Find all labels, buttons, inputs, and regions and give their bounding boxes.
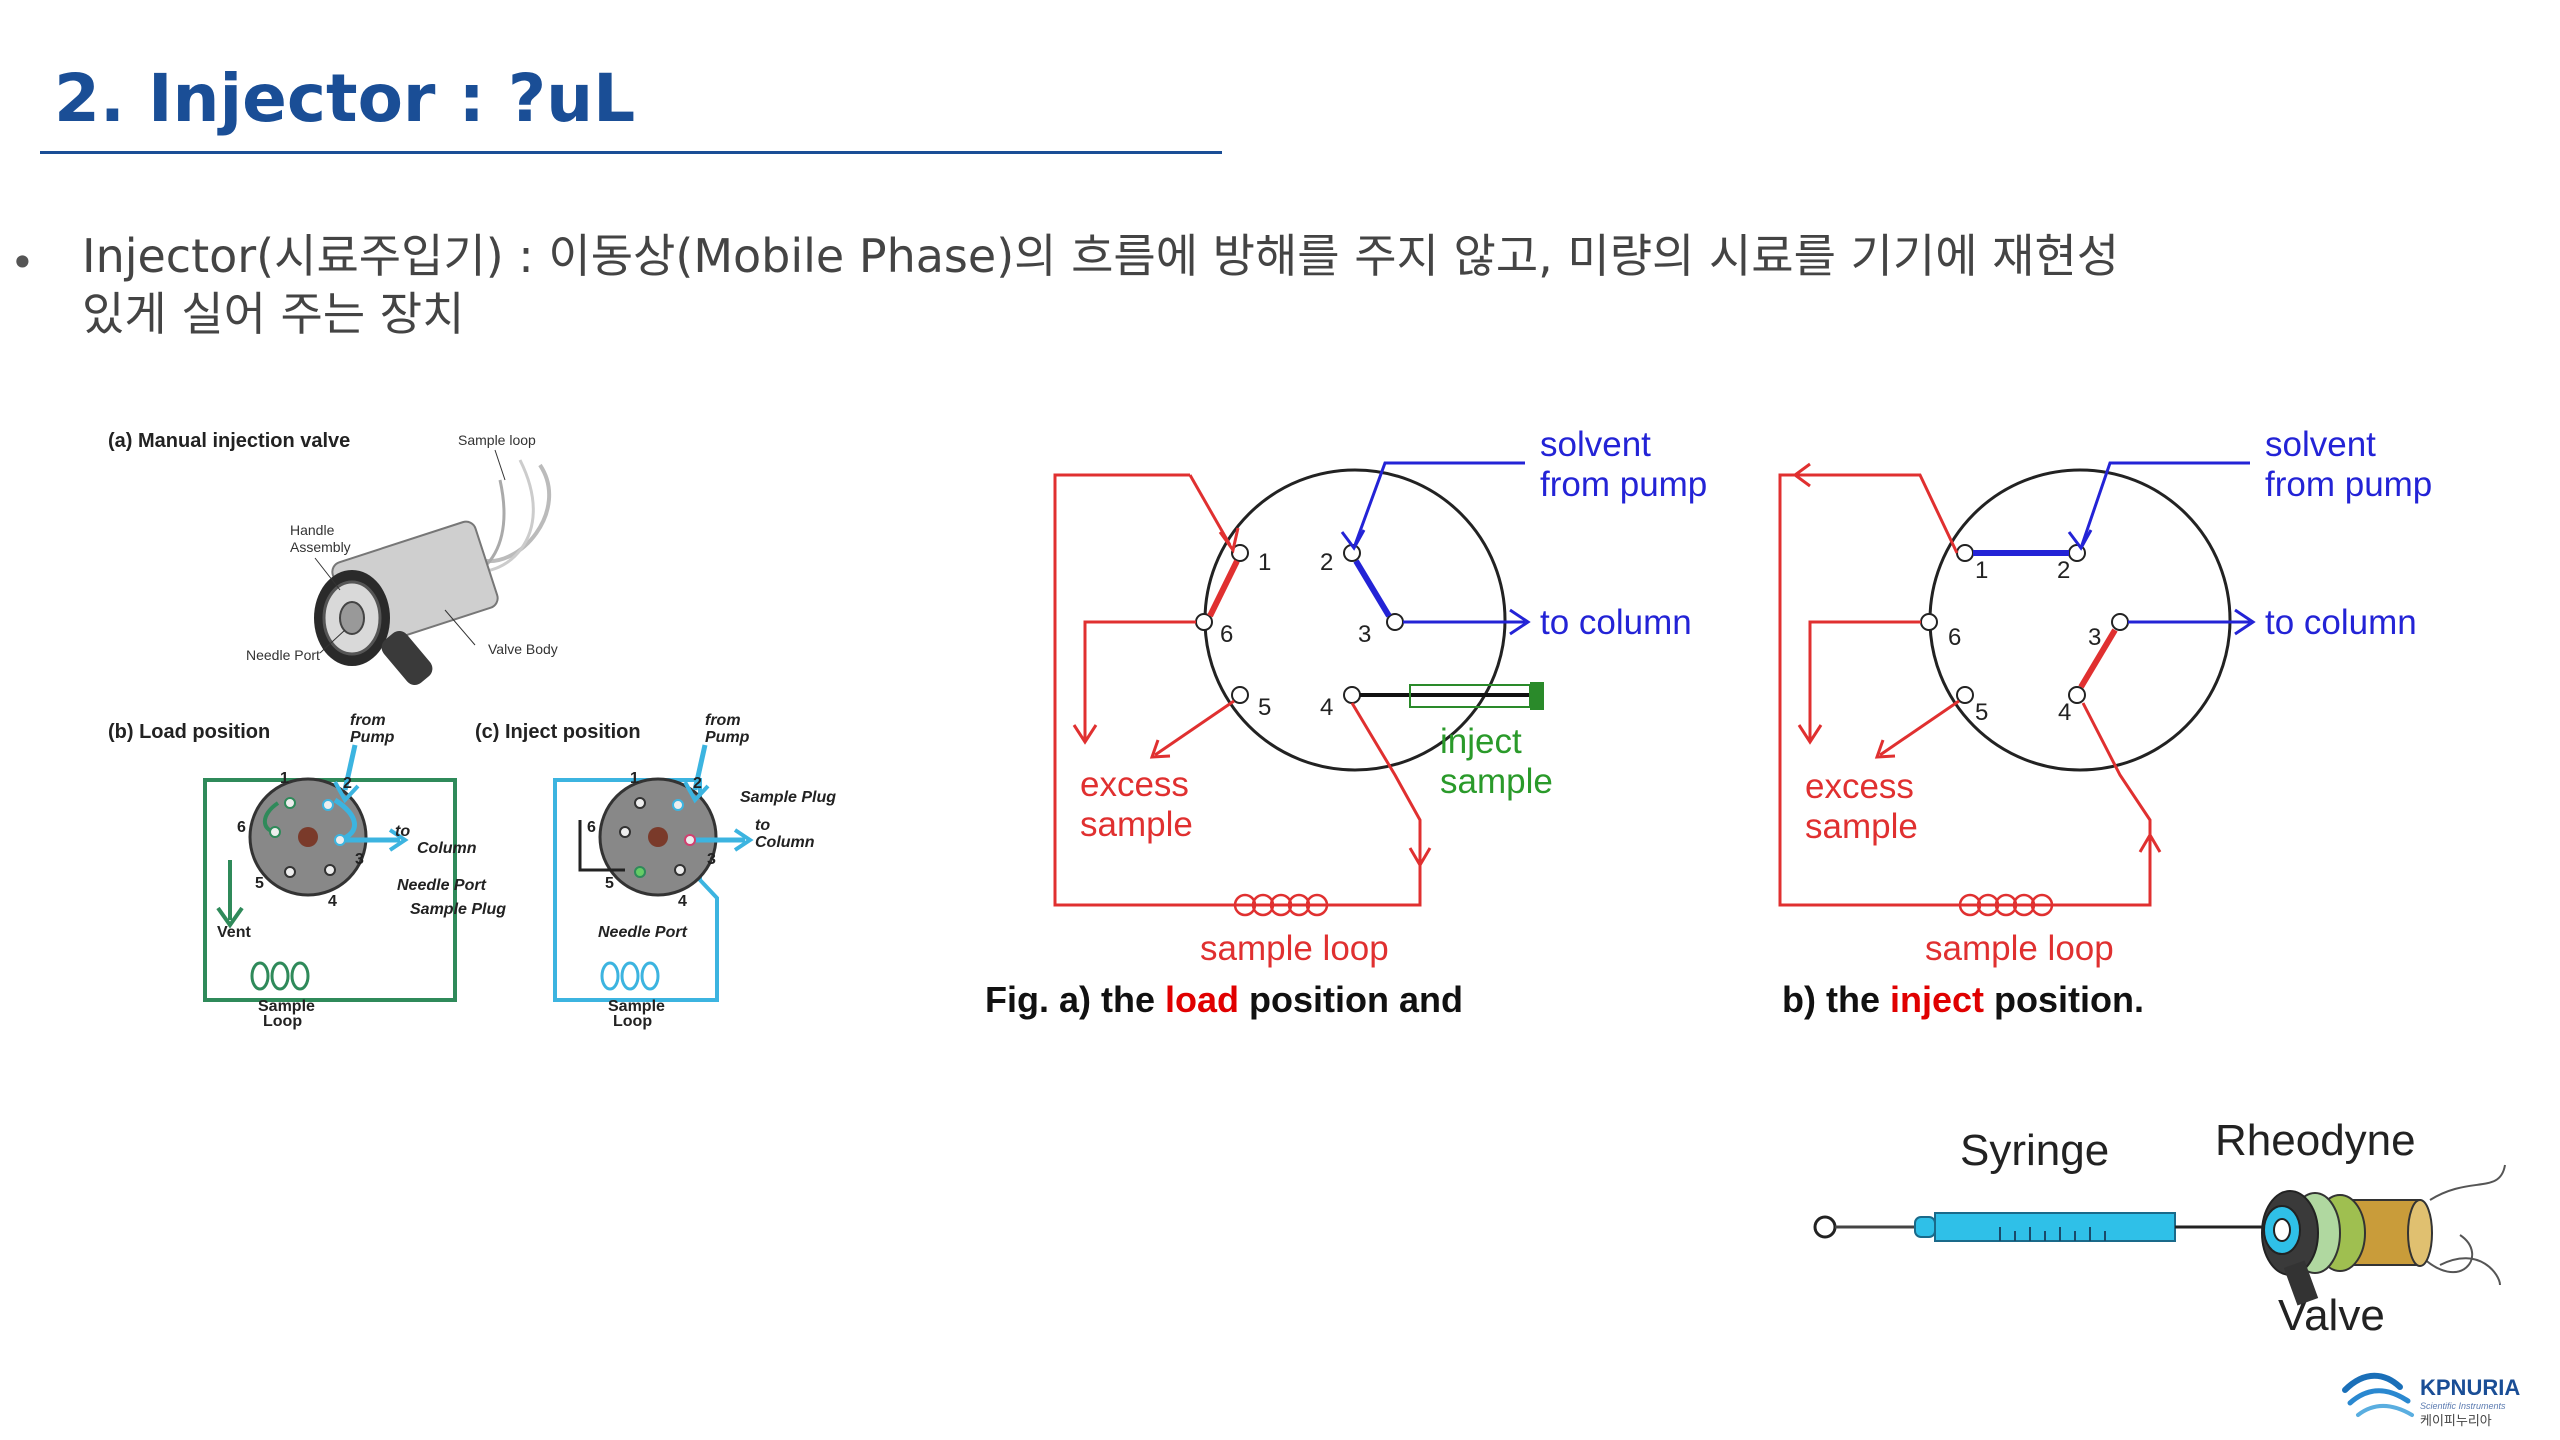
port-3-c: 3 [707, 851, 716, 868]
port-5-c: 5 [605, 875, 614, 892]
port-2-b: 2 [343, 775, 352, 792]
pump-label-b: Pump [350, 729, 395, 746]
sample-label-load: sample [1440, 762, 1553, 801]
logo-sub: Scientific Instruments [2420, 1401, 2506, 1411]
excess-sample-label-load: sample [1080, 805, 1193, 844]
port-6-b: 6 [237, 819, 246, 836]
caption-a-text: the [1091, 979, 1166, 1020]
sample-loop-label-inject: sample loop [1925, 929, 2114, 968]
excess-label-inject: excess [1805, 767, 1914, 806]
valve-body-label: Valve Body [488, 641, 558, 657]
from-label-c: from [705, 712, 741, 729]
handle-label: Handle [290, 522, 335, 538]
port-5-load: 5 [1258, 694, 1271, 721]
port-5-inject: 5 [1975, 699, 1988, 726]
a-marker: a) [1059, 979, 1092, 1020]
excess-sample-label-inject: sample [1805, 807, 1918, 846]
vent-label: Vent [217, 924, 251, 941]
port-6-inject: 6 [1948, 624, 1961, 651]
sample-plug-label-b: Sample Plug [410, 901, 506, 918]
to-label-c: to [755, 817, 770, 834]
valve-body-illustration [314, 449, 552, 686]
port-5-b: 5 [255, 875, 264, 892]
figure-c-title: (c) Inject position [475, 721, 641, 743]
caption-b-end: position. [1984, 979, 2145, 1020]
inject-position-valve: 1 2 3 4 5 6 [553, 744, 754, 1002]
port-4-load: 4 [1320, 694, 1333, 721]
port-2-load: 2 [1320, 549, 1333, 576]
sample-loop-label: Sample loop [458, 432, 536, 448]
from-pump-label-load: from pump [1540, 465, 1707, 504]
figure-b-title: (b) Load position [108, 721, 270, 743]
sample-plug-label-c: Sample Plug [740, 789, 836, 806]
valve-label: Valve [2278, 1291, 2385, 1340]
kpnuria-logo: KPNURIA Scientific Instruments 케이피누리아 [2342, 1372, 2520, 1428]
column-label-c: Column [755, 834, 815, 851]
port-4-inject: 4 [2058, 699, 2071, 726]
port-3-inject: 3 [2088, 624, 2101, 651]
port-1-load: 1 [1258, 549, 1271, 576]
figure-a-title: (a) Manual injection valve [108, 430, 350, 452]
from-pump-label-inject: from pump [2265, 465, 2432, 504]
port-2-inject: 2 [2057, 557, 2070, 584]
needle-port-label-b: Needle Port [397, 877, 487, 894]
load-word: load [1165, 979, 1240, 1020]
port-6-c: 6 [587, 819, 596, 836]
rheodyne-valve-illustration [2261, 1164, 2506, 1306]
inject-position-diagram: 1 2 3 4 5 6 solvent from pump to column exc… [1778, 425, 2432, 968]
pump-label-c: Pump [705, 729, 750, 746]
column-label-b: Column [417, 840, 477, 857]
sample-label-c: Sample [608, 998, 665, 1015]
needle-port-label-c: Needle Port [598, 924, 688, 941]
caption-a-end: position and [1239, 979, 1464, 1020]
port-4-c: 4 [678, 893, 687, 910]
port-1-b: 1 [280, 770, 289, 787]
slide-title: 2. Injector : ?uL [54, 60, 636, 137]
port-6-load: 6 [1220, 621, 1233, 648]
needle-port-label: Needle Port [246, 647, 320, 663]
title-underline [40, 151, 1222, 154]
port-1-c: 1 [630, 770, 639, 787]
from-label-b: from [350, 712, 386, 729]
logo-korean: 케이피누리아 [2420, 1413, 2492, 1428]
port-4-b: 4 [328, 893, 337, 910]
port-3-load: 3 [1358, 621, 1371, 648]
caption-b-text: the [1815, 979, 1890, 1020]
loop-label-c: Loop [613, 1013, 652, 1030]
wave-logo-icon [2342, 1372, 2414, 1417]
assembly-label: Assembly [290, 539, 351, 555]
figure-caption-a: Fig. a) the load position and [985, 979, 1463, 1021]
logo-brand: KPNURIA [2420, 1375, 2520, 1400]
figure-caption-b: b) the inject position. [1782, 979, 2144, 1021]
fig-prefix: Fig. [985, 979, 1059, 1020]
to-column-label-inject: to column [2265, 603, 2417, 642]
port-2-c: 2 [693, 775, 702, 792]
bullet-text: Injector(시료주입기) : 이동상(Mobile Phase)의 흐름에… [82, 227, 2342, 343]
syringe-illustration [1813, 1212, 2265, 1242]
rheodyne-label: Rheodyne [2215, 1116, 2416, 1165]
loop-label-b: Loop [263, 1013, 302, 1030]
sample-loop-label-load: sample loop [1200, 929, 1389, 968]
inject-label-load: inject [1440, 722, 1522, 761]
inject-word: inject [1890, 979, 1985, 1020]
solvent-label-inject: solvent [2265, 425, 2376, 464]
bullet-symbol: • [10, 238, 35, 287]
syringe-label: Syringe [1960, 1126, 2109, 1175]
syringe-rheodyne-figure: Syringe Rheodyne Valve [1813, 1116, 2506, 1340]
solvent-label-load: solvent [1540, 425, 1651, 464]
bullet-line-2: 있게 실어 주는 장치 [82, 287, 465, 341]
load-position-valve: 1 2 3 4 5 6 [203, 744, 457, 1002]
port-1-inject: 1 [1975, 557, 1988, 584]
load-position-diagram: 1 2 3 4 5 6 solvent from pump to column inj… [1053, 425, 1707, 968]
sample-label-b: Sample [258, 998, 315, 1015]
port-3-b: 3 [355, 851, 364, 868]
bullet-line-1: Injector(시료주입기) : 이동상(Mobile Phase)의 흐름에… [82, 229, 2120, 283]
to-column-label-load: to column [1540, 603, 1692, 642]
manual-injection-valve-figure: (a) Manual injection valve Sample loop H… [108, 430, 836, 1030]
to-label-b: to [395, 823, 410, 840]
excess-label-load: excess [1080, 765, 1189, 804]
b-marker: b) [1782, 979, 1816, 1020]
